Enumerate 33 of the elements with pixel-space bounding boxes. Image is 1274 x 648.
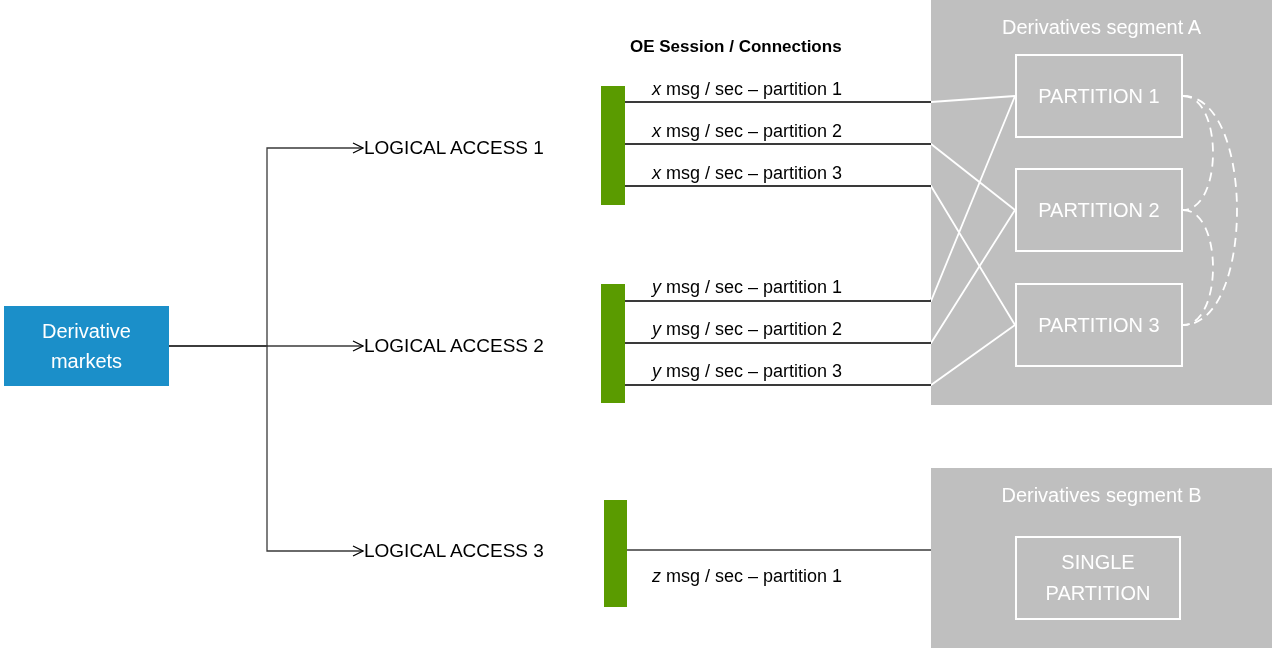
session-bar [601, 284, 625, 403]
segment-title: Derivatives segment B [1000, 483, 1203, 508]
partition-box: PARTITION 1 [1015, 54, 1183, 138]
session-bar [601, 86, 625, 205]
dashed-connector [1182, 95, 1238, 326]
edge-label: x msg / sec – partition 1 [652, 78, 843, 100]
edge-label: y msg / sec – partition 1 [652, 276, 843, 298]
connector-line [624, 95, 1016, 302]
session-bar [604, 500, 627, 607]
arrow [168, 345, 364, 557]
connector-line [624, 143, 1016, 211]
connector-line [624, 324, 1016, 386]
connector-line [626, 549, 932, 551]
connector-line [624, 95, 1016, 103]
connector-line [624, 209, 1016, 344]
edge-label: x msg / sec – partition 2 [652, 120, 843, 142]
partition-box: SINGLE PARTITION [1015, 536, 1181, 620]
dashed-connector [1182, 209, 1214, 326]
edge-label: y msg / sec – partition 3 [652, 360, 843, 382]
partition-box: PARTITION 3 [1015, 283, 1183, 367]
column-heading: OE Session / Connections [630, 36, 842, 58]
edge-label: y msg / sec – partition 2 [652, 318, 843, 340]
segment-panel [931, 468, 1272, 648]
connector-line [624, 185, 1016, 326]
segment-title: Derivatives segment A [1001, 15, 1202, 40]
access-label: LOGICAL ACCESS 1 [364, 132, 574, 164]
source-box: Derivative markets [4, 306, 169, 386]
edge-label: z msg / sec – partition 1 [652, 565, 843, 587]
access-label: LOGICAL ACCESS 2 [364, 330, 574, 362]
partition-box: PARTITION 2 [1015, 168, 1183, 252]
segment-panel [931, 0, 1272, 405]
access-label: LOGICAL ACCESS 3 [364, 535, 574, 567]
edge-label: x msg / sec – partition 3 [652, 162, 843, 184]
